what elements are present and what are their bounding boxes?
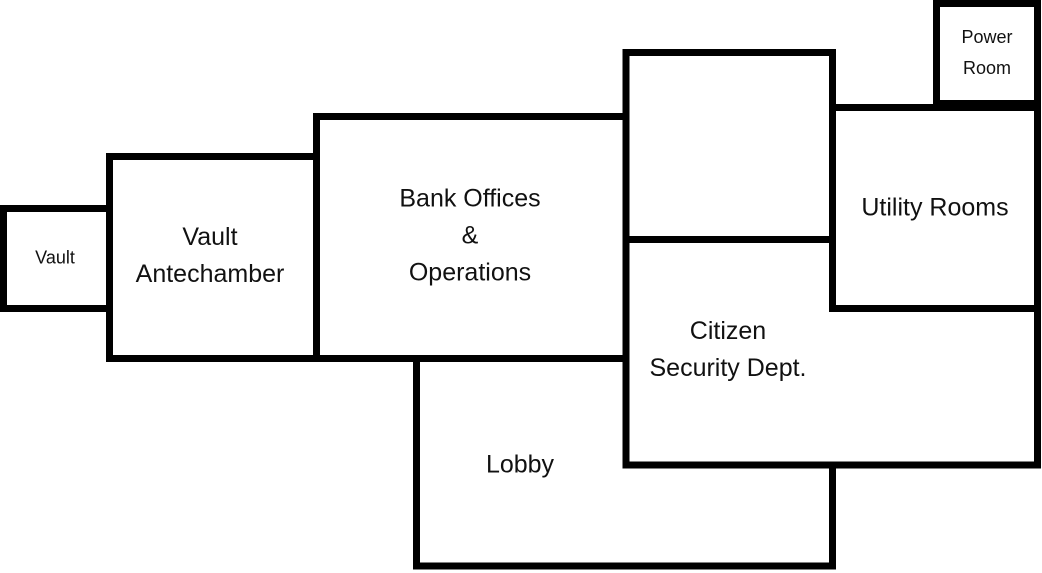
room-shape-vault-antechamber: [106, 153, 320, 362]
room-shape-utility-rooms: [829, 104, 1041, 312]
room-shape-bank-offices: [313, 113, 630, 362]
room-shape-power-room: [933, 0, 1041, 107]
room-shape-vault: [0, 205, 113, 312]
room-shape-lobby: [413, 355, 836, 570]
room-shape-unlabeled-room: [622, 49, 836, 243]
